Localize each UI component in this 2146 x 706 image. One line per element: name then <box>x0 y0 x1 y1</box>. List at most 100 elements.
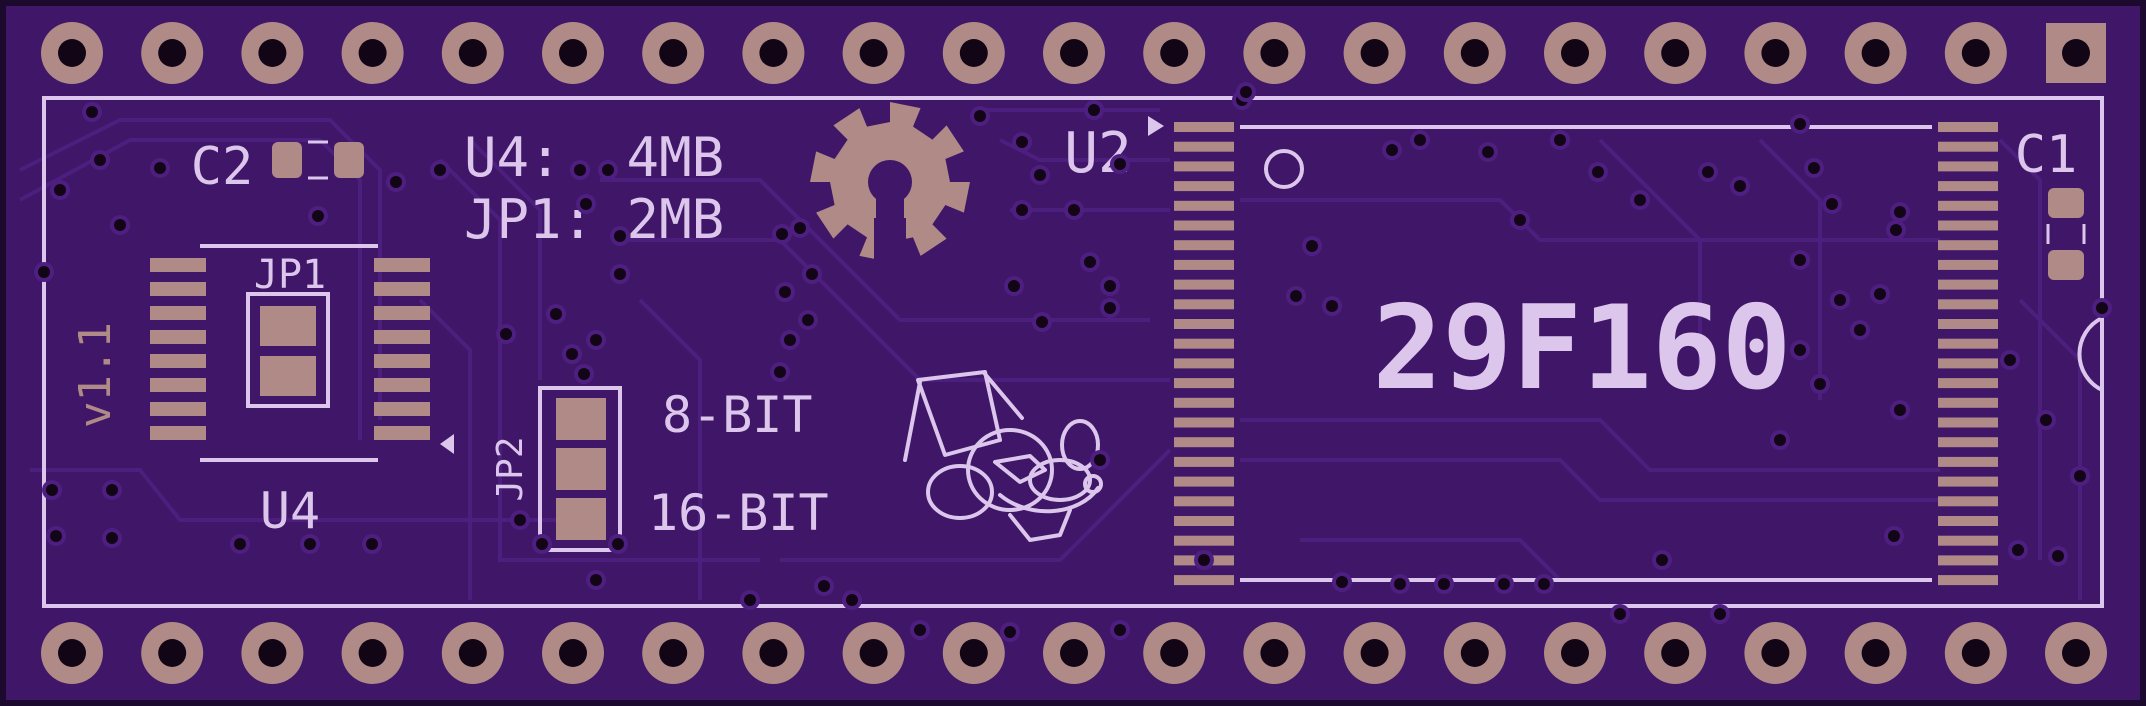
u2-pad-left <box>1174 456 1234 467</box>
via <box>114 219 126 231</box>
via <box>1004 626 1016 638</box>
header-pin-hole <box>1260 39 1289 67</box>
via <box>390 176 402 188</box>
u2-pad-left <box>1174 181 1234 192</box>
header-pin-hole <box>2062 639 2090 667</box>
u4-pad-right <box>374 258 430 272</box>
via <box>1326 300 1338 312</box>
via <box>38 266 50 278</box>
c1-capacitor: C1 <box>2015 125 2086 280</box>
via <box>784 334 796 346</box>
u4-pad-right <box>374 378 430 392</box>
via <box>1094 454 1106 466</box>
via <box>779 286 791 298</box>
c2-refdes: C2 <box>191 137 254 197</box>
via <box>1336 576 1348 588</box>
jp2-pad-2 <box>556 448 606 490</box>
header-pin-hole <box>1561 639 1589 667</box>
via <box>1894 206 1906 218</box>
via <box>794 222 806 234</box>
via <box>1114 624 1126 636</box>
via <box>744 594 756 606</box>
header-pins <box>41 22 2107 684</box>
jp1-pad-1 <box>260 306 316 346</box>
via <box>500 328 512 340</box>
u4-pad-right <box>374 306 430 320</box>
header-pin-hole <box>1460 39 1489 67</box>
via <box>590 574 602 586</box>
via <box>818 580 830 592</box>
header-pin-hole <box>258 639 287 667</box>
u4-pad-right <box>374 354 430 368</box>
via <box>614 268 626 280</box>
u2-pad-right <box>1938 496 1998 507</box>
via <box>304 538 316 550</box>
header-pin-hole <box>458 39 487 67</box>
u4-pad-left <box>150 330 206 344</box>
header-pin-hole <box>959 39 988 67</box>
via <box>1088 104 1100 116</box>
header-pin-hole <box>1561 39 1589 67</box>
trace <box>418 298 472 600</box>
header-pin-hole <box>2062 39 2090 67</box>
via <box>1538 578 1550 590</box>
via <box>802 314 814 326</box>
via <box>1104 280 1116 292</box>
via <box>1808 162 1820 174</box>
via <box>1290 290 1302 302</box>
via <box>366 538 378 550</box>
via <box>1414 134 1426 146</box>
header-pin-hole <box>1360 639 1389 667</box>
via <box>1036 316 1048 328</box>
note-line-1: U4: 4MB <box>464 126 724 189</box>
via <box>1854 324 1866 336</box>
u2-pad-right <box>1938 338 1998 349</box>
u2-pad-right <box>1938 476 1998 487</box>
header-pin-hole <box>158 639 187 667</box>
u2-pad-right <box>1938 516 1998 526</box>
via <box>1794 344 1806 356</box>
via <box>612 538 624 550</box>
jp2-outline <box>538 386 622 552</box>
via <box>614 230 626 242</box>
u2-pad-right <box>1938 397 1998 408</box>
jp2-jumper: JP2 8-BIT 16-BIT <box>490 386 829 552</box>
u2-pad-right <box>1938 161 1998 172</box>
via <box>974 110 986 122</box>
trace <box>30 468 560 522</box>
u2-pad-left <box>1174 299 1234 310</box>
via <box>1084 256 1096 268</box>
open-hardware-gear-logo <box>810 102 970 266</box>
via <box>1306 240 1318 252</box>
u4-chip: U4 <box>150 244 454 540</box>
u2-pad-right <box>1938 378 1998 389</box>
u4-pad-left <box>150 426 206 440</box>
trace <box>638 298 702 600</box>
via <box>1514 214 1526 226</box>
u2-pad-left <box>1174 437 1234 448</box>
via <box>578 368 590 380</box>
u2-pad-left <box>1174 535 1234 546</box>
header-pin-hole <box>1460 639 1489 667</box>
via <box>1702 166 1714 178</box>
via <box>1826 198 1838 210</box>
header-pin-hole <box>1060 639 1088 667</box>
via <box>46 484 58 496</box>
trace <box>1300 538 1562 582</box>
via <box>1114 158 1126 170</box>
u2-pad-right <box>1938 319 1998 329</box>
via <box>1656 554 1668 566</box>
u2-pad-left <box>1174 200 1234 211</box>
header-pin-hole <box>559 39 587 67</box>
via <box>536 538 548 550</box>
via <box>1774 434 1786 446</box>
u4-pad-right <box>374 402 430 416</box>
via <box>1498 578 1510 590</box>
jp2-refdes: JP2 <box>490 436 531 501</box>
header-pin-hole <box>859 39 888 67</box>
via <box>1888 530 1900 542</box>
header-pin-hole <box>559 639 587 667</box>
c2-capacitor: C2 <box>191 137 364 197</box>
u2-pin1-arrow <box>1148 116 1164 136</box>
